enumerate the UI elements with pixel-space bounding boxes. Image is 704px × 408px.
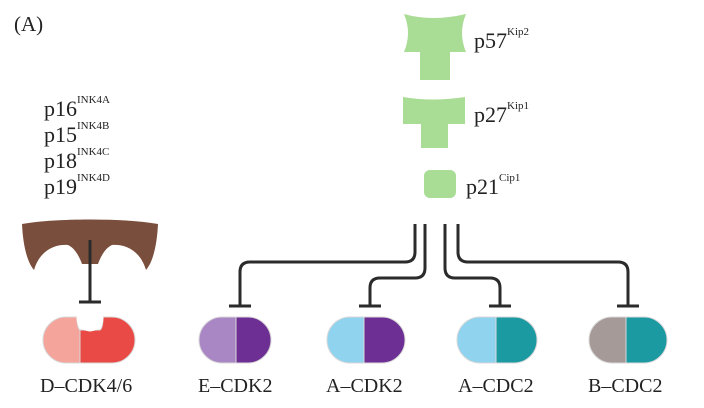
ink4-label-sup: INK4A	[77, 94, 110, 106]
ink4-label-base: p15	[44, 122, 77, 147]
ink4-label-p15: p15INK4B	[44, 121, 109, 147]
ink4-label-p16: p16INK4A	[44, 95, 110, 121]
complex-a-cdk2	[326, 316, 406, 364]
ink4-label-p19: p19INK4D	[44, 173, 110, 199]
complex-a-cdc2	[456, 316, 538, 364]
cdk46-shape	[79, 316, 136, 364]
ink4-inhibition-line	[79, 240, 101, 304]
cyclin-b-shape	[588, 316, 627, 364]
cyclin-a-shape	[456, 316, 497, 364]
cdc2-shape	[625, 316, 668, 364]
cip-kip-label-p27: p27Kip1	[474, 101, 529, 127]
cip-kip-label-base: p57	[474, 28, 507, 53]
cdc2-shape	[495, 316, 538, 364]
cyclin-d-shape	[42, 316, 81, 364]
cyclin-a-shape	[326, 316, 365, 364]
ink4-label-sup: INK4C	[77, 146, 110, 158]
ink4-label-base: p16	[44, 96, 77, 121]
complex-label-d-cdk46: D–CDK4/6	[40, 375, 133, 397]
cip-kip-label-p21: p21Cip1	[466, 173, 520, 199]
p27-kip1-shape	[403, 97, 465, 148]
complex-d-cdk46	[42, 316, 136, 364]
cdk2-shape	[363, 316, 406, 364]
ink4-label-sup: INK4D	[77, 172, 110, 184]
cip-kip-branch-lines	[229, 224, 639, 308]
p57-kip2-shape	[404, 14, 466, 80]
p21-cip1-shape	[424, 170, 456, 198]
cip-kip-label-sup: Kip1	[507, 100, 529, 112]
complex-label-a-cdk2: A–CDK2	[326, 375, 403, 397]
panel-label: (A)	[14, 12, 44, 36]
ink4-label-base: p18	[44, 148, 77, 173]
cip-kip-label-p57: p57Kip2	[474, 27, 529, 53]
ink4-label-p18: p18INK4C	[44, 147, 109, 173]
cyclin-e-shape	[198, 316, 237, 364]
complex-b-cdc2	[588, 316, 668, 364]
ink4-label-base: p19	[44, 174, 77, 199]
cip-kip-label-base: p21	[466, 174, 499, 199]
cdk2-shape	[235, 316, 272, 364]
complex-label-b-cdc2: B–CDC2	[588, 375, 663, 397]
cip-kip-label-sup: Cip1	[499, 172, 521, 184]
complex-label-e-cdk2: E–CDK2	[198, 375, 273, 397]
cip-kip-label-sup: Kip2	[507, 26, 529, 38]
ink4-label-sup: INK4B	[77, 120, 110, 132]
complex-e-cdk2	[198, 316, 272, 364]
cip-kip-label-base: p27	[474, 102, 507, 127]
complex-label-a-cdc2: A–CDC2	[458, 375, 534, 397]
